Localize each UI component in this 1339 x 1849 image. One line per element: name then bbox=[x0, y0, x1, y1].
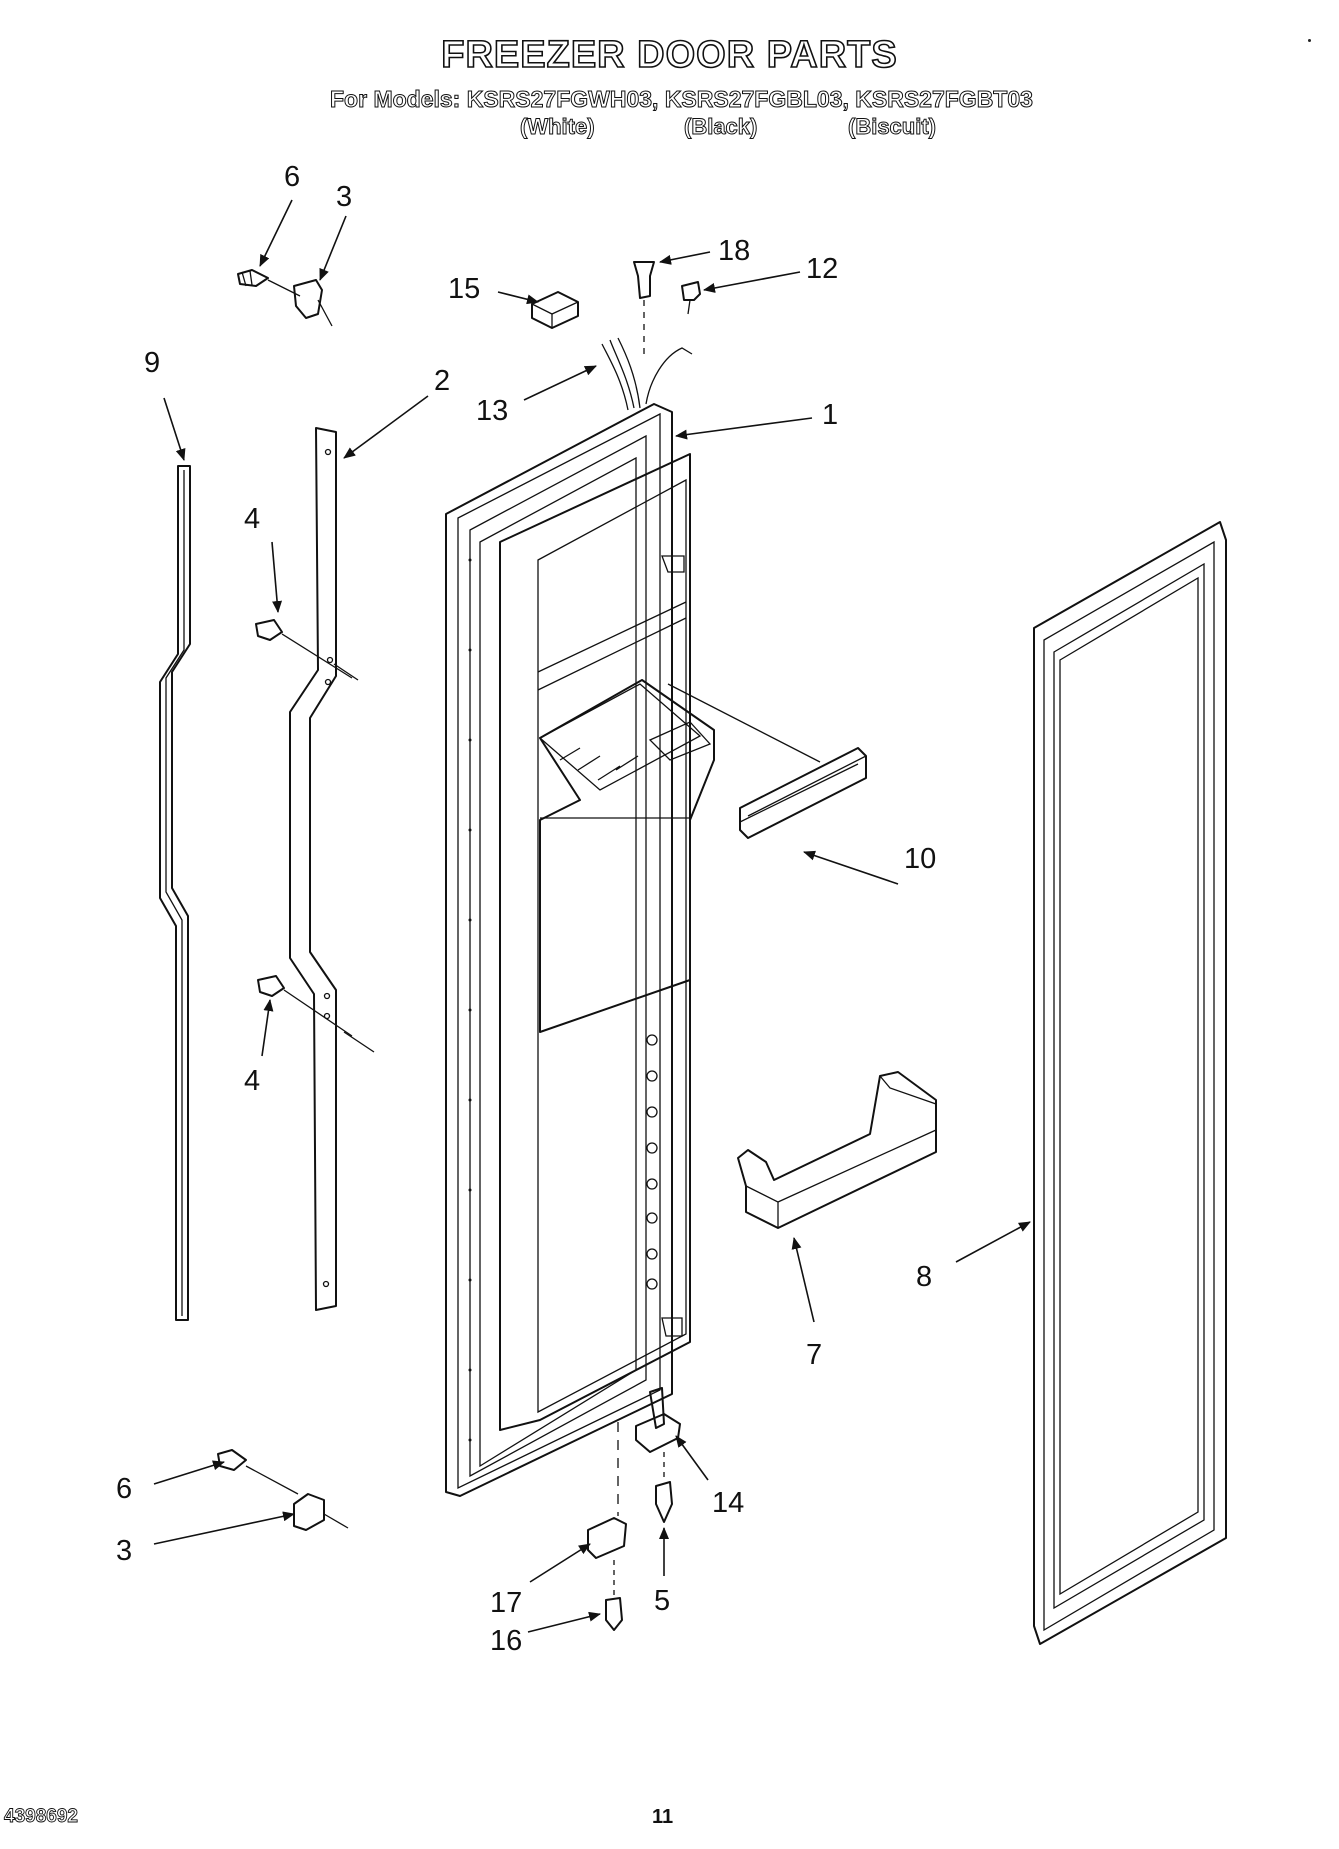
part-8-gasket bbox=[1033, 521, 1227, 1645]
callout-numbers: 6 3 9 2 15 18 12 13 1 4 4 10 7 8 6 3 14 … bbox=[116, 161, 936, 1657]
callout-6-top: 6 bbox=[284, 161, 300, 193]
part-9-strip bbox=[159, 465, 191, 1321]
part-7-shelf bbox=[737, 1071, 937, 1229]
part-3-hinge-bottom bbox=[293, 1493, 349, 1531]
part-14-hinge-pin bbox=[635, 1387, 681, 1453]
callout-15: 15 bbox=[448, 273, 480, 305]
part-10-trim bbox=[667, 683, 867, 839]
part-4-screw-upper bbox=[255, 619, 359, 681]
callout-14: 14 bbox=[712, 1487, 744, 1519]
part-1-freezer-door bbox=[445, 337, 715, 1497]
part-4-screw-lower bbox=[257, 975, 375, 1053]
door-edge-dots bbox=[468, 558, 472, 1442]
callout-4-upper: 4 bbox=[244, 503, 260, 535]
scan-speck bbox=[1308, 39, 1311, 42]
callout-13: 13 bbox=[476, 395, 508, 427]
part-12-screw bbox=[681, 281, 701, 315]
document-number: 4398692 bbox=[4, 1806, 79, 1828]
callout-6-bottom: 6 bbox=[116, 1473, 132, 1505]
part-3-hinge-top bbox=[293, 279, 333, 327]
callout-3-top: 3 bbox=[336, 181, 352, 213]
callout-5: 5 bbox=[654, 1585, 670, 1617]
variant-white: (White) bbox=[520, 114, 596, 140]
part-15-connector bbox=[531, 291, 579, 329]
callout-7: 7 bbox=[806, 1339, 822, 1371]
variant-biscuit: (Biscuit) bbox=[848, 114, 937, 140]
leader-lines bbox=[153, 199, 1031, 1633]
callout-18: 18 bbox=[718, 235, 750, 267]
page-title: FREEZER DOOR PARTS bbox=[440, 33, 898, 77]
part-16-screw bbox=[605, 1560, 623, 1631]
callout-10: 10 bbox=[904, 843, 936, 875]
page-number: 11 bbox=[652, 1806, 674, 1828]
variant-black: (Black) bbox=[683, 114, 758, 140]
callout-4-lower: 4 bbox=[244, 1065, 260, 1097]
callout-9: 9 bbox=[144, 347, 160, 379]
door-screw-holes bbox=[646, 1034, 658, 1290]
models-line: For Models: KSRS27FGWH03, KSRS27FGBL03, … bbox=[330, 86, 1034, 113]
callout-3-bottom: 3 bbox=[116, 1535, 132, 1567]
part-6-screw-top bbox=[237, 269, 301, 297]
callout-16: 16 bbox=[490, 1625, 522, 1657]
part-5-screw bbox=[655, 1452, 673, 1523]
callout-1: 1 bbox=[822, 399, 838, 431]
part-18-plug bbox=[633, 261, 655, 360]
part-6-screw-bottom bbox=[217, 1449, 299, 1495]
part-17-cam bbox=[587, 1422, 627, 1559]
callout-2: 2 bbox=[434, 365, 450, 397]
callout-8: 8 bbox=[916, 1261, 932, 1293]
callout-17: 17 bbox=[490, 1587, 522, 1619]
part-2-trim-strip bbox=[289, 427, 337, 1311]
callout-12: 12 bbox=[806, 253, 838, 285]
